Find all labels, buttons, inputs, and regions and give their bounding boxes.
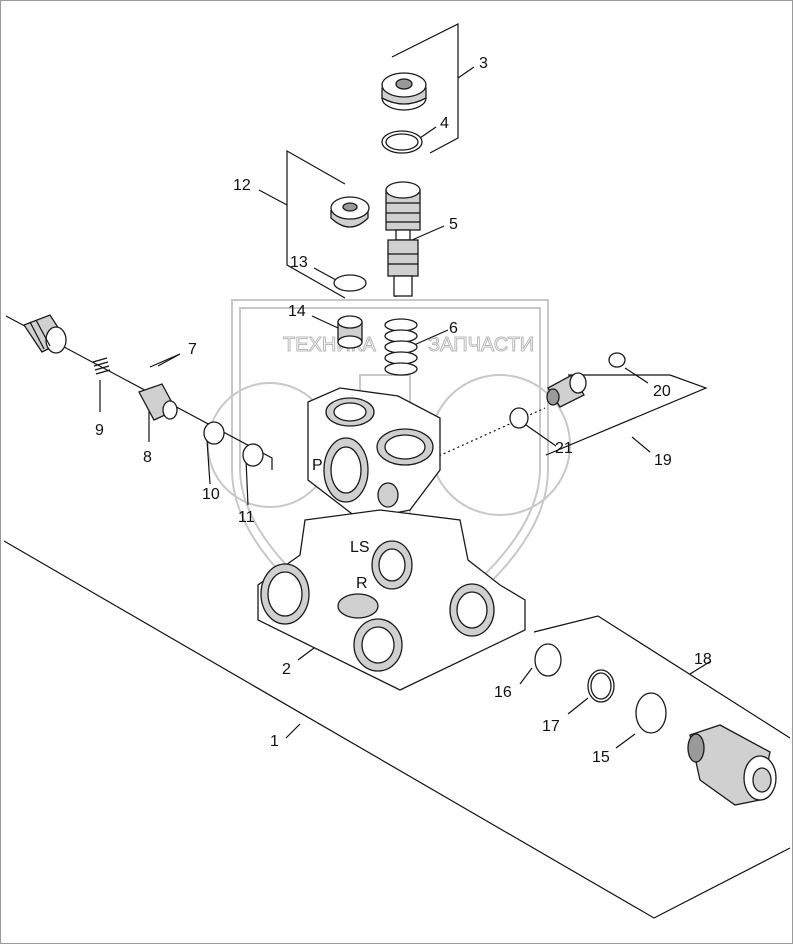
callout-4: 4 [440,115,449,132]
callout-18: 18 [694,651,712,668]
callout-6: 6 [449,320,458,337]
callout-15: 15 [592,749,610,766]
watermark-text-right: ЗАПЧАСТИ [428,334,534,356]
part-spool-5 [385,181,421,297]
port-mark-p: P [312,457,323,474]
callout-9: 9 [95,422,104,439]
port-mark-r: R [356,575,368,592]
part-spring-6 [384,318,418,376]
port-mark-ls: LS [350,539,370,556]
callout-21: 21 [555,440,573,457]
part-plug-14 [337,315,363,349]
part-oring-11 [242,443,264,467]
part-oring-21 [509,407,529,429]
callout-2: 2 [282,661,291,678]
part-oring-16 [534,643,562,677]
part-relief-valve-18 [687,724,777,806]
part-valve-body-2: LS P R [257,387,526,691]
callout-13: 13 [290,254,308,271]
part-oring-13 [333,274,367,292]
part-plug-3 [381,72,427,111]
callout-labels: 1 2 3 4 5 6 7 8 9 10 11 12 13 14 15 16 1… [95,55,712,766]
callout-19: 19 [654,452,672,469]
callout-12: 12 [233,177,251,194]
callout-14: 14 [288,303,306,320]
callout-20: 20 [653,383,671,400]
part-check-valve-19 [546,372,587,408]
callout-5: 5 [449,216,458,233]
part-plug-7 [23,314,67,354]
part-oring-15 [635,692,667,734]
callout-16: 16 [494,684,512,701]
callout-8: 8 [143,449,152,466]
callout-1: 1 [270,733,279,750]
callout-7: 7 [188,341,197,358]
part-piston-8 [138,383,178,421]
leader-lines [3,23,791,919]
callout-17: 17 [542,718,560,735]
callout-11: 11 [238,509,255,526]
callout-3: 3 [479,55,488,72]
callout-10: 10 [202,486,220,503]
part-oring-10 [203,421,225,445]
part-oring-20 [608,352,626,368]
part-spring-9 [92,357,111,375]
part-plug-12 [330,196,370,228]
